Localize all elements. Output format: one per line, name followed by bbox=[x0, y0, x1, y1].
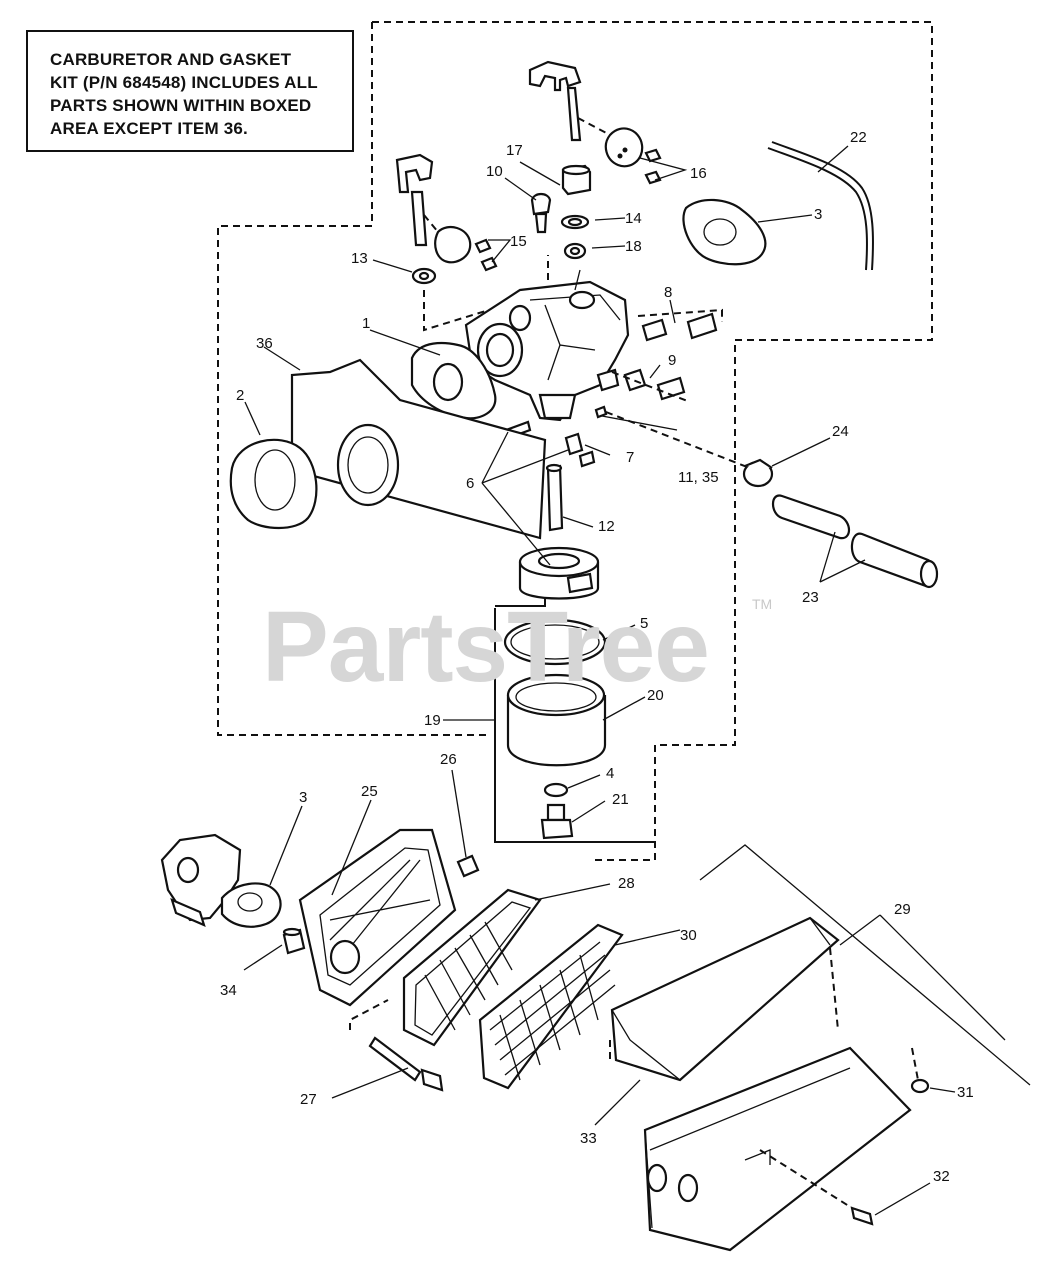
part-26 bbox=[456, 854, 480, 878]
callout-23: 23 bbox=[802, 589, 819, 606]
callout-3-lower: 3 bbox=[299, 789, 307, 806]
callout-labels: 17 10 16 22 14 3 18 15 13 8 1 36 9 2 24 … bbox=[220, 129, 974, 1185]
part-4 bbox=[543, 782, 569, 798]
callout-1: 1 bbox=[362, 315, 370, 332]
part-28 bbox=[402, 888, 542, 1047]
part-9 bbox=[611, 368, 691, 403]
carburetor-body bbox=[464, 255, 630, 422]
callout-11-35: 11, 35 bbox=[678, 469, 719, 486]
part-17 bbox=[561, 164, 592, 196]
part-24 bbox=[742, 458, 774, 488]
callout-17: 17 bbox=[506, 142, 523, 159]
bracket-19 bbox=[494, 608, 655, 843]
callout-10: 10 bbox=[486, 163, 503, 180]
callout-36: 36 bbox=[256, 335, 273, 352]
part-34 bbox=[282, 927, 306, 955]
callout-26: 26 bbox=[440, 751, 457, 768]
part-36 bbox=[290, 358, 547, 540]
callout-21: 21 bbox=[612, 791, 629, 808]
callout-8: 8 bbox=[664, 284, 672, 301]
callout-14: 14 bbox=[625, 210, 642, 227]
callout-15: 15 bbox=[510, 233, 527, 250]
part-1 bbox=[410, 341, 497, 420]
part-25 bbox=[298, 828, 457, 1007]
callout-3-upper: 3 bbox=[814, 206, 822, 223]
leader-lines bbox=[243, 145, 1031, 1216]
part-2 bbox=[229, 438, 318, 529]
part-10 bbox=[530, 192, 552, 234]
callout-2: 2 bbox=[236, 387, 244, 404]
kit-note-box: CARBURETOR AND GASKET KIT (P/N 684548) I… bbox=[26, 30, 354, 152]
callout-20: 20 bbox=[647, 687, 664, 704]
carburetor-small bbox=[160, 833, 242, 927]
part-21 bbox=[540, 803, 574, 840]
part-33 bbox=[610, 916, 840, 1082]
bracket-19-top bbox=[495, 598, 546, 607]
callout-32: 32 bbox=[933, 1168, 950, 1185]
float bbox=[518, 546, 600, 600]
part-30 bbox=[478, 923, 624, 1090]
callout-5: 5 bbox=[640, 615, 648, 632]
part-3-lower bbox=[220, 882, 282, 928]
callout-30: 30 bbox=[680, 927, 697, 944]
callout-31: 31 bbox=[957, 1084, 974, 1101]
part-32 bbox=[850, 1206, 874, 1226]
callout-29: 29 bbox=[894, 901, 911, 918]
callout-18: 18 bbox=[625, 238, 642, 255]
note-line-1: CARBURETOR AND GASKET bbox=[50, 50, 292, 69]
callout-27: 27 bbox=[300, 1091, 317, 1108]
callout-6: 6 bbox=[466, 475, 474, 492]
note-line-3: PARTS SHOWN WITHIN BOXED bbox=[50, 96, 312, 115]
callout-12: 12 bbox=[598, 518, 615, 535]
kit-boundary-dashed bbox=[217, 21, 933, 861]
choke-shaft bbox=[528, 60, 644, 168]
part-3-upper bbox=[682, 198, 767, 266]
part-31 bbox=[910, 1078, 930, 1094]
callout-28: 28 bbox=[618, 875, 635, 892]
callout-19: 19 bbox=[424, 712, 441, 729]
part-27 bbox=[349, 999, 444, 1092]
callout-13: 13 bbox=[351, 250, 368, 267]
callout-24: 24 bbox=[832, 423, 849, 440]
callout-7: 7 bbox=[626, 449, 634, 466]
note-line-4: AREA EXCEPT ITEM 36. bbox=[50, 119, 248, 138]
callout-25: 25 bbox=[361, 783, 378, 800]
throttle-shaft bbox=[395, 153, 472, 264]
part-23 bbox=[771, 494, 939, 589]
watermark: PartsTree bbox=[262, 591, 710, 703]
callout-9: 9 bbox=[668, 352, 676, 369]
callout-34: 34 bbox=[220, 982, 237, 999]
callout-4: 4 bbox=[606, 765, 614, 782]
part-12 bbox=[545, 463, 564, 532]
callout-22: 22 bbox=[850, 129, 867, 146]
callout-16: 16 bbox=[690, 165, 707, 182]
part-8 bbox=[637, 308, 723, 342]
part-5 bbox=[503, 618, 607, 666]
note-line-2: KIT (P/N 684548) INCLUDES ALL bbox=[50, 73, 318, 92]
part-20 bbox=[506, 673, 607, 767]
trademark-mark: TM bbox=[752, 596, 773, 612]
kit-note-text: CARBURETOR AND GASKET KIT (P/N 684548) I… bbox=[50, 48, 350, 140]
part-29 bbox=[643, 1046, 912, 1252]
callout-33: 33 bbox=[580, 1130, 597, 1147]
part-22 bbox=[767, 147, 868, 271]
